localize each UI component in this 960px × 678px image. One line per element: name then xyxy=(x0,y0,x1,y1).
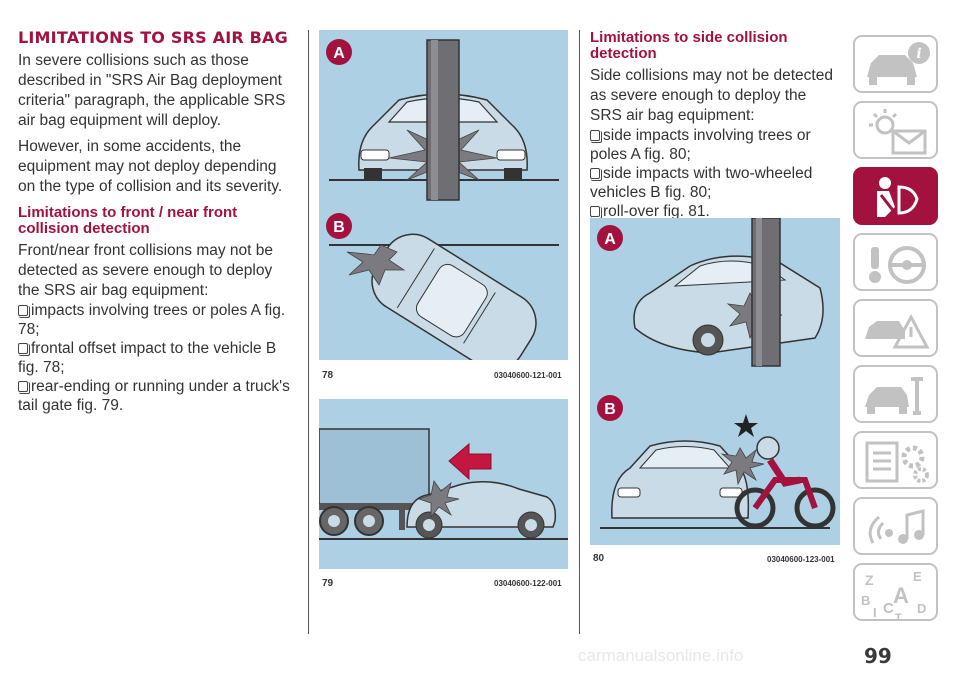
column-side-limitations: Limitations to side collision detection … xyxy=(590,30,842,221)
label-a: A xyxy=(604,231,616,248)
figure-78-illustration: A B xyxy=(319,30,568,360)
key-steering-wheel-icon xyxy=(869,246,926,284)
bullet-item: side impacts involving trees or poles A … xyxy=(590,127,811,163)
label-b: B xyxy=(604,401,616,418)
side-collision-subheading: Limitations to side collision detection xyxy=(590,29,788,62)
column-divider xyxy=(308,30,309,634)
accident-paragraph: However, in some accidents, the equipmen… xyxy=(18,138,283,195)
svg-text:A: A xyxy=(893,583,909,608)
technical-data-icon xyxy=(865,441,929,483)
section-heading: LIMITATIONS TO SRS AIR BAG xyxy=(18,28,288,47)
page-number: 99 xyxy=(864,644,892,668)
figure-80-illustration: A B xyxy=(590,218,840,545)
car-info-icon: i xyxy=(867,42,930,85)
figure-78-number: 78 xyxy=(322,370,334,381)
emergency-triangle-icon xyxy=(865,313,930,349)
svg-text:B: B xyxy=(861,593,870,608)
front-collision-subheading: Limitations to front / near front collis… xyxy=(18,204,238,237)
front-collision-paragraph: Front/near front collisions may not be d… xyxy=(18,242,274,299)
tab-safety[interactable] xyxy=(853,167,938,225)
seat-airbag-icon xyxy=(877,177,919,217)
label-b: B xyxy=(333,219,345,236)
figure-79-code: 03040600-122-001 xyxy=(494,579,562,588)
checkbox-bullet-icon xyxy=(590,206,602,219)
tab-servicing-care[interactable] xyxy=(853,365,938,423)
watermark: carmanualsonline.info xyxy=(578,646,744,665)
checkbox-bullet-icon xyxy=(590,130,602,143)
tab-warning-lights[interactable] xyxy=(853,101,938,159)
bullet-item: side impacts with two-wheeled vehicles B… xyxy=(590,165,813,201)
checkbox-bullet-icon xyxy=(18,381,30,394)
svg-text:T: T xyxy=(895,612,902,623)
figure-80-number: 80 xyxy=(593,553,605,564)
tab-knowing-your-car[interactable]: i xyxy=(853,35,938,93)
column-front-limitations: LIMITATIONS TO SRS AIR BAG In severe col… xyxy=(18,30,298,415)
tab-technical-data[interactable] xyxy=(853,431,938,489)
bullet-item: rear-ending or running under a truck's t… xyxy=(18,378,290,414)
label-a: A xyxy=(333,45,345,62)
side-collision-paragraph: Side collisions may not be detected as s… xyxy=(590,67,833,124)
svg-text:E: E xyxy=(913,569,922,584)
svg-text:I: I xyxy=(873,605,877,620)
intro-paragraph: In severe collisions such as those descr… xyxy=(18,52,286,129)
bullet-item: frontal offset impact to the vehicle B f… xyxy=(18,340,277,376)
tab-multimedia[interactable] xyxy=(853,497,938,555)
tab-index[interactable]: Z E B A I C D T xyxy=(853,563,938,623)
multimedia-icon xyxy=(868,509,925,544)
bullet-item: impacts involving trees or poles A fig. … xyxy=(18,302,286,338)
column-divider xyxy=(579,30,580,634)
dashboard-lights-icon xyxy=(869,109,927,155)
alphabetical-index-icon: Z E B A I C D T xyxy=(861,569,926,623)
car-maintenance-icon xyxy=(865,377,923,415)
svg-text:C: C xyxy=(883,600,894,617)
figure-80-code: 03040600-123-001 xyxy=(767,555,835,564)
svg-text:D: D xyxy=(917,601,926,616)
checkbox-bullet-icon xyxy=(18,305,30,318)
figure-79-number: 79 xyxy=(322,578,334,589)
tab-in-an-emergency[interactable] xyxy=(853,299,938,357)
figure-79-illustration xyxy=(319,399,568,569)
tab-starting-driving[interactable] xyxy=(853,233,938,291)
svg-text:Z: Z xyxy=(865,572,874,588)
figure-78-code: 03040600-121-001 xyxy=(494,371,562,380)
checkbox-bullet-icon xyxy=(18,343,30,356)
svg-text:i: i xyxy=(916,46,921,62)
checkbox-bullet-icon xyxy=(590,168,602,181)
